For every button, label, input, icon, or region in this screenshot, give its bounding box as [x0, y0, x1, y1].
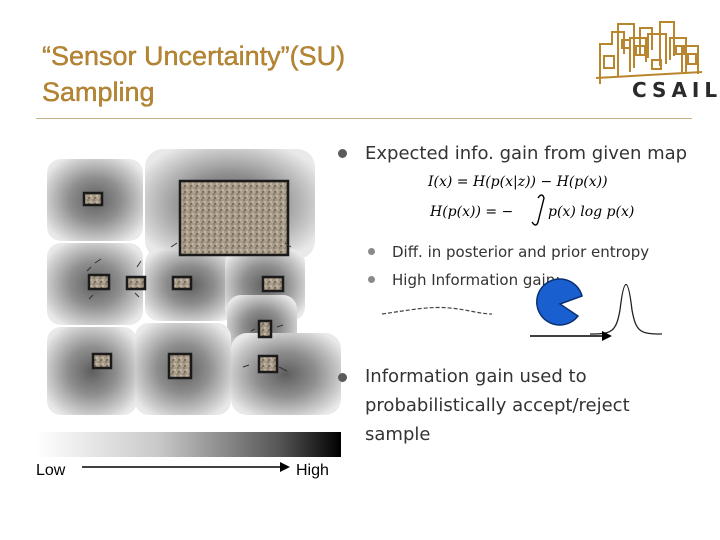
integral-sign [531, 194, 545, 226]
sub-bullet-entropy-diff: Diff. in posterior and prior entropy [392, 243, 650, 261]
info-gain-formula: I(x) = H(p(x|z)) − H(p(x)) [427, 174, 608, 190]
information-gain-scale-bar [36, 432, 341, 457]
bullet-dot [338, 373, 347, 382]
slide-title-line1: “Sensor Uncertainty”(SU) [42, 41, 346, 71]
entropy-formulas: I(x) = H(p(x|z)) − H(p(x)) H(p(x)) = − p… [427, 174, 634, 226]
posterior-distribution-curve [589, 284, 663, 335]
title-divider [36, 118, 692, 119]
sub-bullet-dot [368, 248, 375, 255]
prior-distribution-curve [381, 306, 493, 315]
scale-low-label: Low [36, 462, 66, 479]
slide-title: “Sensor Uncertainty”(SU) Sampling [42, 38, 562, 110]
sub-bullet-high-gain: High Information gain: [392, 271, 561, 289]
sensor-uncertainty-map [47, 149, 341, 415]
scale-high-label: High [296, 462, 329, 479]
sub-bullet-dot [368, 276, 375, 283]
bullet-line: sample [365, 424, 431, 445]
bullet-line: probabilistically accept/reject [365, 395, 630, 416]
entropy-formula-rhs: p(x) log p(x) [548, 204, 634, 220]
entropy-formula-lhs: H(p(x)) = − [429, 204, 513, 220]
scale-arrow [82, 462, 290, 472]
information-gain-diagram [381, 278, 663, 341]
slide-title-line2: Sampling [42, 77, 155, 107]
bullet-expected-info-gain: Expected info. gain from given map [365, 143, 688, 164]
csail-building-logo [595, 21, 703, 84]
csail-logo-text: CSAIL [632, 78, 720, 102]
obstacles [82, 179, 290, 380]
bullet-info-gain-usage: Information gain used to probabilistical… [365, 362, 630, 449]
bullet-dot [338, 149, 347, 158]
ray-artifacts [86, 242, 292, 372]
sensor-icon [536, 278, 583, 326]
bullet-line: Information gain used to [365, 366, 587, 387]
